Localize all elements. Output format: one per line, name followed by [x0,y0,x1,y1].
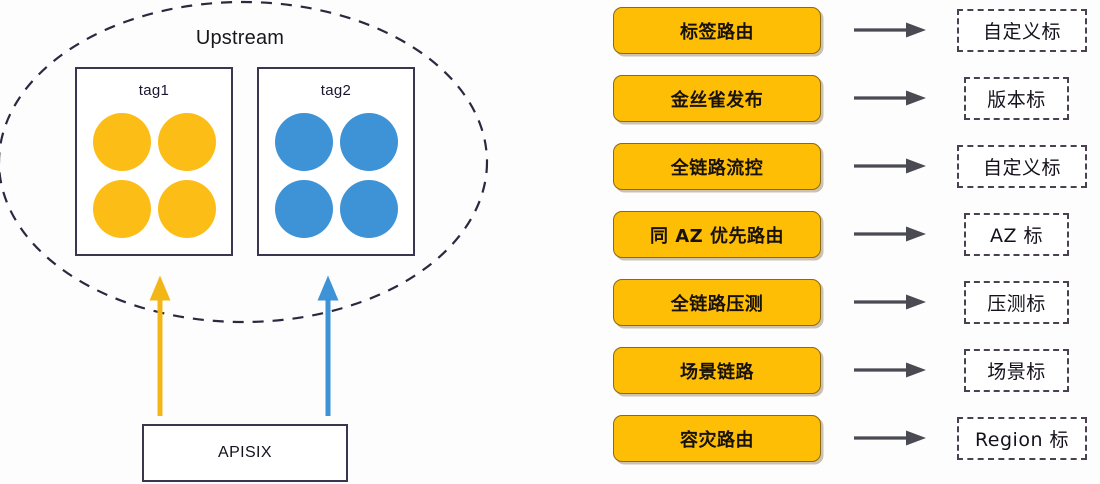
tag-label: 自定义标 [982,21,1061,43]
feature-label: 场景链路 [680,361,754,383]
right-arrow-icon [854,22,926,38]
feature-label: 同 AZ 优先路由 [649,225,784,247]
upstream-node-dot [92,179,151,238]
upstream-node-dot [339,113,398,172]
right-arrow-icon [854,362,926,378]
feature-label: 标签路由 [680,21,754,43]
apisix-gateway-box: APISIX [142,424,348,482]
feature-label: 金丝雀发布 [670,89,764,111]
upstream-node-dot [157,113,216,172]
tag-label: 自定义标 [982,157,1061,179]
tag-label: 场景标 [987,361,1046,383]
upstream-node-dot [157,179,216,238]
feature-label: 全链路流控 [670,157,764,179]
feature-chip[interactable]: 金丝雀发布 [613,75,821,122]
mapping-row: 全链路流控 自定义标 [600,141,1100,193]
feature-label: 全链路压测 [670,293,764,315]
mapping-row: 全链路压测 压测标 [600,277,1100,329]
upstream-node-dot [92,113,151,172]
tag-chip[interactable]: 自定义标 [957,145,1087,188]
tag-chip[interactable]: 版本标 [964,77,1069,120]
tag-chip[interactable]: 压测标 [964,281,1069,324]
right-arrow-icon [854,294,926,310]
upstream-node-dot [339,179,398,238]
tag-chip[interactable]: AZ 标 [964,213,1069,256]
right-arrow-icon [854,430,926,446]
mapping-row: 金丝雀发布 版本标 [600,73,1100,125]
right-arrow-icon [854,158,926,174]
upstream-diagram-panel: Upstream tag1 tag2 [0,0,489,482]
tag-label: Region 标 [974,429,1070,451]
tag-group-label-tag2: tag2 [320,82,352,99]
mapping-row: 容灾路由 Region 标 [600,413,1100,465]
mapping-row: 标签路由 自定义标 [600,5,1100,57]
tag-chip[interactable]: Region 标 [957,417,1087,460]
right-arrow-icon [854,226,926,242]
tag-group-label-tag1: tag1 [138,82,170,99]
feature-chip[interactable]: 同 AZ 优先路由 [613,211,821,258]
right-arrow-icon [854,90,926,106]
feature-chip[interactable]: 场景链路 [613,347,821,394]
apisix-label: APISIX [218,444,272,461]
mapping-row: 同 AZ 优先路由 AZ 标 [600,209,1100,261]
tag-label: 版本标 [987,89,1046,111]
feature-label: 容灾路由 [680,429,754,451]
tag2-node-grid [271,109,401,242]
tag-chip[interactable]: 场景标 [964,349,1069,392]
upstream-node-dot [274,179,333,238]
feature-chip[interactable]: 全链路压测 [613,279,821,326]
tag-label: AZ 标 [989,225,1044,247]
tag-chip[interactable]: 自定义标 [957,9,1087,52]
tag-group-box-tag1: tag1 [75,67,233,256]
tag-group-box-tag2: tag2 [257,67,415,256]
upstream-label: Upstream [195,27,285,49]
mapping-row: 场景链路 场景标 [600,345,1100,397]
tag-label: 压测标 [987,293,1046,315]
feature-chip[interactable]: 标签路由 [613,7,821,54]
feature-tag-mapping-panel: 标签路由 自定义标 金丝雀发布 版本标 [600,0,1100,484]
tag1-node-grid [89,109,219,242]
feature-chip[interactable]: 容灾路由 [613,415,821,462]
upstream-node-dot [274,113,333,172]
feature-chip[interactable]: 全链路流控 [613,143,821,190]
